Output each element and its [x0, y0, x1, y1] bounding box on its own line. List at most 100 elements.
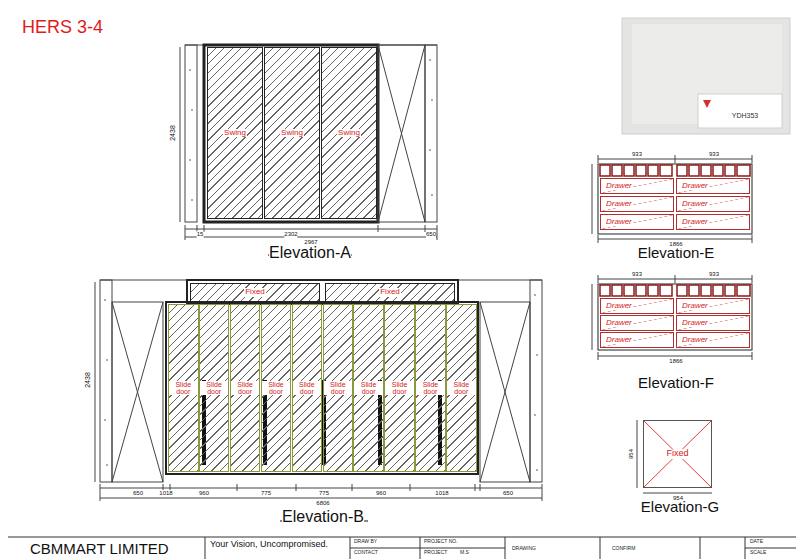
dimension: 954 — [673, 495, 683, 502]
sliding-door-panel: Slide door — [323, 304, 354, 472]
drawer-box: Drawer — [676, 178, 750, 194]
dimension: 933 — [709, 271, 719, 278]
view-title: Elevation-A — [269, 244, 351, 262]
panel-label: Swing — [337, 129, 361, 137]
panel-label: Slide door — [231, 381, 260, 396]
drawer-top-boxes — [600, 165, 750, 176]
panel-label: Fixed — [379, 288, 401, 296]
sliding-door-panel: Slide door — [168, 304, 199, 472]
sheet-title: HERS 3-4 — [22, 18, 103, 38]
dimension: 775 — [319, 490, 329, 497]
dimension: 2967 — [304, 239, 317, 246]
panel-label: Slide door — [324, 381, 353, 396]
view-title: Elevation-B — [282, 508, 364, 526]
panel-label: Drawer — [605, 302, 633, 310]
drawer-box: Drawer — [676, 332, 750, 348]
note: PROJECT — [424, 550, 447, 556]
drawer-box: Drawer — [676, 298, 750, 314]
sliding-door-panel: Slide door — [415, 304, 446, 472]
panel-label: Drawer — [681, 302, 709, 310]
note: CONFIRM — [612, 546, 635, 552]
panel-label: Drawer — [681, 200, 709, 208]
panel-label: Slide door — [200, 381, 229, 396]
panel-label: Fixed — [244, 288, 266, 296]
note: DATE — [750, 539, 763, 545]
dimension: 933 — [632, 271, 642, 278]
sliding-door-panel: Slide door — [199, 304, 230, 472]
drawer-box: Drawer — [676, 214, 750, 230]
panel-label: Drawer — [681, 336, 709, 344]
fixed-panel: Fixed — [643, 420, 712, 488]
note: YDH353 — [732, 112, 758, 120]
elevation-f-frame — [592, 275, 752, 360]
panel-label: Drawer — [681, 319, 709, 327]
sliding-door-panel: Slide door — [446, 304, 477, 472]
panel-label: Drawer — [681, 218, 709, 226]
view-title: CBMMART LIMITED — [30, 541, 169, 558]
dimension: 775 — [261, 490, 271, 497]
door-panel: Swing — [321, 47, 377, 219]
note: PROJECT NO. — [424, 539, 458, 545]
dimension: 960 — [199, 490, 209, 497]
sliding-door-panel: Slide door — [353, 304, 384, 472]
panel-label: Drawer — [605, 319, 633, 327]
drawer-box: Drawer — [600, 315, 674, 331]
elevation-e-frame — [592, 155, 752, 243]
drawer-box: Drawer — [600, 298, 674, 314]
elevation-a-frame — [180, 45, 437, 255]
elevation-b-frame — [95, 280, 542, 521]
dimension: 954 — [628, 449, 635, 459]
drawer-top-boxes — [600, 285, 750, 296]
panel-label: Slide door — [354, 381, 383, 396]
dimension: 2438 — [169, 125, 177, 141]
dimension: 1866 — [669, 358, 682, 365]
panel-label: Swing — [223, 129, 247, 137]
sliding-door-panel: Slide door — [230, 304, 261, 472]
panel-label: Drawer — [681, 182, 709, 190]
dimension: 2438 — [84, 372, 92, 388]
note: DRAWING — [512, 546, 536, 552]
panel-label: Drawer — [605, 200, 633, 208]
dimension: 15 — [197, 231, 204, 238]
note: Your Vision, Uncompromised. — [210, 540, 328, 550]
view-title: Elevation-F — [638, 375, 714, 392]
panel-label: Swing — [280, 129, 304, 137]
dimension: 1018 — [159, 490, 172, 497]
drawer-box: Drawer — [600, 214, 674, 230]
dimension: 650 — [503, 490, 513, 497]
dimension: 933 — [709, 151, 719, 158]
dimension: 6806 — [316, 500, 329, 507]
drawer-box: Drawer — [676, 315, 750, 331]
dimension: 650 — [133, 490, 143, 497]
dimension: 2302 — [284, 231, 297, 238]
drawer-box: Drawer — [600, 332, 674, 348]
note: CONTACT — [354, 550, 378, 556]
dimension: 1018 — [435, 490, 448, 497]
material-sample-photo — [622, 18, 790, 134]
fixed-panel: Fixed — [325, 283, 455, 302]
panel-label: Slide door — [169, 381, 198, 396]
panel-label: Slide door — [416, 381, 445, 396]
title-block — [8, 537, 796, 559]
dimension: 960 — [376, 490, 386, 497]
dimension: 1866 — [669, 241, 682, 248]
panel-label: Fixed — [665, 449, 689, 458]
sliding-door-panel: Slide door — [292, 304, 323, 472]
panel-label: Drawer — [605, 336, 633, 344]
drawer-box: Drawer — [676, 196, 750, 212]
dimension: 933 — [632, 151, 642, 158]
note: M.S — [460, 550, 469, 556]
panel-label: Drawer — [605, 218, 633, 226]
sliding-door-panel: Slide door — [261, 304, 292, 472]
panel-label: Slide door — [385, 381, 414, 396]
door-panel: Swing — [264, 47, 320, 219]
drawer-box: Drawer — [600, 196, 674, 212]
panel-label: Slide door — [293, 381, 322, 396]
door-panel: Swing — [207, 47, 263, 219]
sliding-door-panel: Slide door — [384, 304, 415, 472]
elevation-g-frame — [637, 420, 712, 493]
note: DRAW BY — [354, 539, 377, 545]
dimension: 650 — [426, 231, 436, 238]
